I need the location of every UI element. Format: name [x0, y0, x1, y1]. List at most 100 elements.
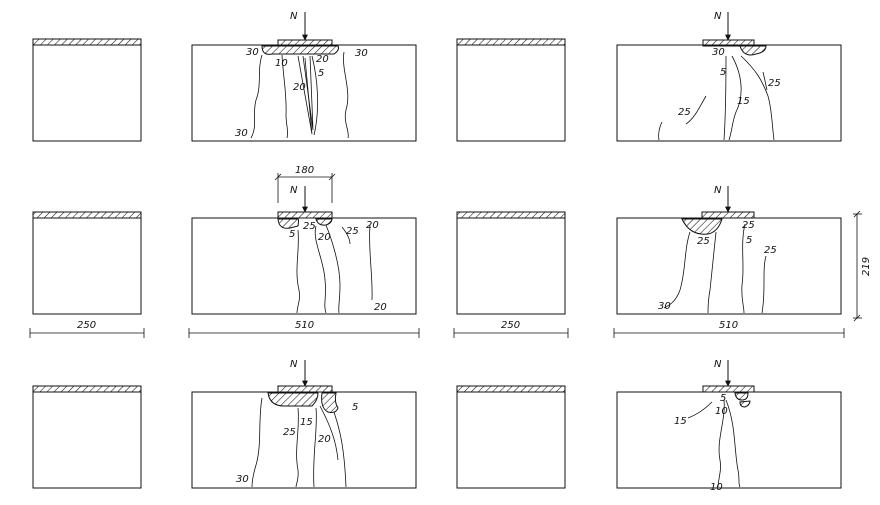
crack — [369, 224, 373, 301]
crack — [761, 255, 767, 314]
loading-plate — [277, 385, 333, 393]
crack-label: 5 — [720, 67, 726, 78]
crack-label: 15 — [674, 416, 687, 427]
specimen-body — [456, 391, 566, 489]
crack-label: 5 — [289, 229, 295, 240]
crack-label: 25 — [697, 236, 710, 247]
crush-zone — [315, 218, 333, 226]
loading-plate — [32, 385, 142, 393]
crack-label: 25 — [768, 78, 781, 89]
crack — [723, 55, 727, 141]
specimen-body — [191, 217, 417, 315]
crack-label: 25 — [678, 107, 691, 118]
large-specimen-3b: N 5 10 15 10 — [616, 359, 842, 493]
dimension-small-1: 250 — [29, 320, 145, 338]
loading-plate — [277, 211, 333, 219]
crack — [707, 231, 717, 314]
specimen-body — [616, 217, 842, 315]
loading-plate — [456, 38, 566, 46]
specimen-body — [32, 44, 142, 142]
crack-label: 30 — [355, 48, 368, 59]
dimension-label-width: 510 — [719, 320, 738, 331]
crack — [296, 229, 300, 314]
loading-plate — [701, 211, 755, 219]
crush-zone — [267, 392, 319, 407]
crack-label: 30 — [235, 128, 248, 139]
dimension-label-load-width: 180 — [295, 165, 314, 176]
crack-label: 5 — [352, 402, 358, 413]
loading-plate — [702, 39, 755, 47]
dimension-small-2: 250 — [453, 320, 569, 338]
crack — [295, 407, 299, 488]
dimension-label-width: 250 — [501, 320, 520, 331]
loading-plate — [32, 38, 142, 46]
crack-label: 25 — [764, 245, 777, 256]
small-specimen-2b — [456, 211, 566, 315]
specimen-body — [191, 44, 417, 142]
crack — [302, 55, 314, 131]
crack-label: 20 — [318, 434, 331, 445]
loading-plate — [456, 385, 566, 393]
crush-zone — [734, 392, 749, 401]
dimension-label-width: 510 — [295, 320, 314, 331]
crack-label: 30 — [246, 47, 259, 58]
large-specimen-2b: N 25 25 5 25 30 — [616, 185, 842, 315]
crack-label: 10 — [710, 482, 723, 493]
crack-label: 20 — [366, 220, 379, 231]
crack-label: 25 — [303, 221, 316, 232]
crush-zone — [321, 392, 339, 413]
small-specimen-2a — [32, 211, 142, 315]
small-specimen-1b — [456, 38, 566, 142]
dimension-large-1: 510 — [188, 320, 420, 338]
crack-label: 25 — [346, 226, 359, 237]
specimen-body — [616, 44, 842, 142]
crush-zone — [261, 45, 339, 55]
row-1: N 30 30 10 20 5 20 30 N — [32, 11, 842, 142]
specimen-body — [456, 44, 566, 142]
loading-plate — [456, 211, 566, 219]
crack — [341, 226, 351, 245]
row-3: N 5 15 25 20 30 N — [32, 359, 842, 493]
dimension-mark — [328, 173, 336, 181]
width-dimensions: 250 510 250 510 — [29, 320, 845, 338]
dimension-mark — [853, 314, 861, 322]
specimen-body — [191, 391, 417, 489]
crack — [762, 71, 768, 91]
crack — [663, 231, 691, 309]
specimen-body — [32, 391, 142, 489]
loading-plate — [702, 385, 755, 393]
small-specimen-1a — [32, 38, 142, 142]
crack — [319, 405, 339, 461]
crack-label: 10 — [275, 58, 288, 69]
crack — [685, 95, 707, 125]
specimen-body — [616, 391, 842, 489]
specimen-body — [456, 217, 566, 315]
crack-label: 15 — [737, 96, 750, 107]
crack-label: 5 — [746, 235, 752, 246]
large-specimen-2a: 180 N 5 25 20 25 20 20 — [191, 165, 417, 315]
crack-label: 5 — [318, 68, 324, 79]
crack-label: 30 — [712, 47, 725, 58]
crack-label: 30 — [658, 301, 671, 312]
crack-label: 15 — [300, 417, 313, 428]
crack — [313, 407, 317, 488]
crack — [741, 223, 746, 314]
crack — [717, 399, 725, 488]
crack-label: 20 — [316, 54, 329, 65]
crack — [250, 54, 263, 139]
small-specimen-3a — [32, 385, 142, 489]
load-label: N — [714, 11, 722, 22]
crack — [687, 401, 713, 419]
dimension-label-width: 250 — [77, 320, 96, 331]
large-specimen-3a: N 5 15 25 20 30 — [191, 359, 417, 489]
large-specimen-1a: N 30 30 10 20 5 20 30 — [191, 11, 417, 142]
loading-plate — [32, 211, 142, 219]
crack-label: 25 — [742, 220, 755, 231]
load-label: N — [714, 359, 722, 370]
dimension-mark — [274, 173, 282, 181]
crack — [658, 121, 663, 141]
crack — [281, 54, 289, 139]
crack-label: 10 — [715, 406, 728, 417]
crack — [728, 55, 742, 141]
crack-label: 20 — [374, 302, 387, 313]
